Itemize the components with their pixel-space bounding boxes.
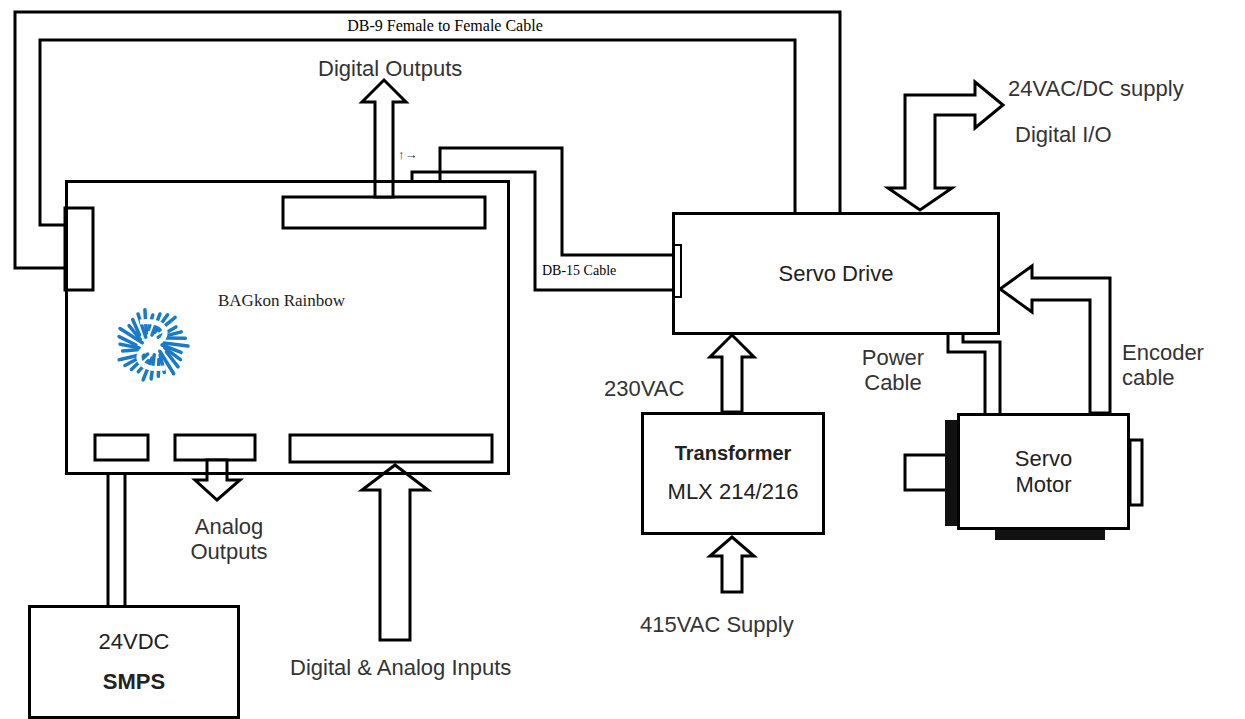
node-title: Transformer [675,442,792,465]
controller-board: BAGkon Rainbow [65,180,510,475]
signal-label: 24VAC/DC supply [1008,76,1184,101]
hollow-arrow [1000,266,1110,413]
hollow-arrow [710,537,754,592]
hollow-arrow [195,460,240,500]
signal-label: 415VAC Supply [640,612,794,637]
db9-connector [65,208,93,290]
cable [948,335,1000,413]
hollow-arrow [362,465,428,640]
signal-label: ↑→ [398,148,418,163]
node-title: BAGkon Rainbow [218,291,345,311]
servo-motor: Servo Motor [957,413,1130,530]
power-supply: 24VDC SMPS [28,605,240,719]
transformer: TransformerMLX 214/216 [641,412,825,535]
cable-label: 230VAC [604,376,684,401]
output-header [283,197,485,228]
cable-label: Power Cable [843,345,943,396]
signal-label: Digital I/O [1015,122,1112,147]
node-text: SMPS [103,669,165,695]
node-title: Servo Motor [1004,446,1084,498]
cable-label: Encoder cable [1122,340,1237,391]
input-header [290,435,492,462]
motor-end-cap [1130,440,1142,505]
hollow-arrow [710,335,754,412]
node-title: 24VDC [99,629,170,655]
signal-label: Analog Outputs [168,514,290,565]
servo-drive: Servo Drive [672,212,1000,335]
signal-label: Digital & Analog Inputs [290,655,511,680]
cable [108,475,125,605]
power-connector [95,435,148,460]
node-text: MLX 214/216 [668,479,799,505]
analog-output-connector [175,435,255,460]
cable [412,148,672,290]
signal-label: Digital Outputs [318,56,518,81]
cable-label: DB-15 Cable [542,263,616,279]
node-title: Servo Drive [779,261,894,287]
cable [15,12,840,268]
hollow-arrow [888,82,1003,210]
logo [119,310,188,380]
cable-label: DB-9 Female to Female Cable [300,17,590,35]
